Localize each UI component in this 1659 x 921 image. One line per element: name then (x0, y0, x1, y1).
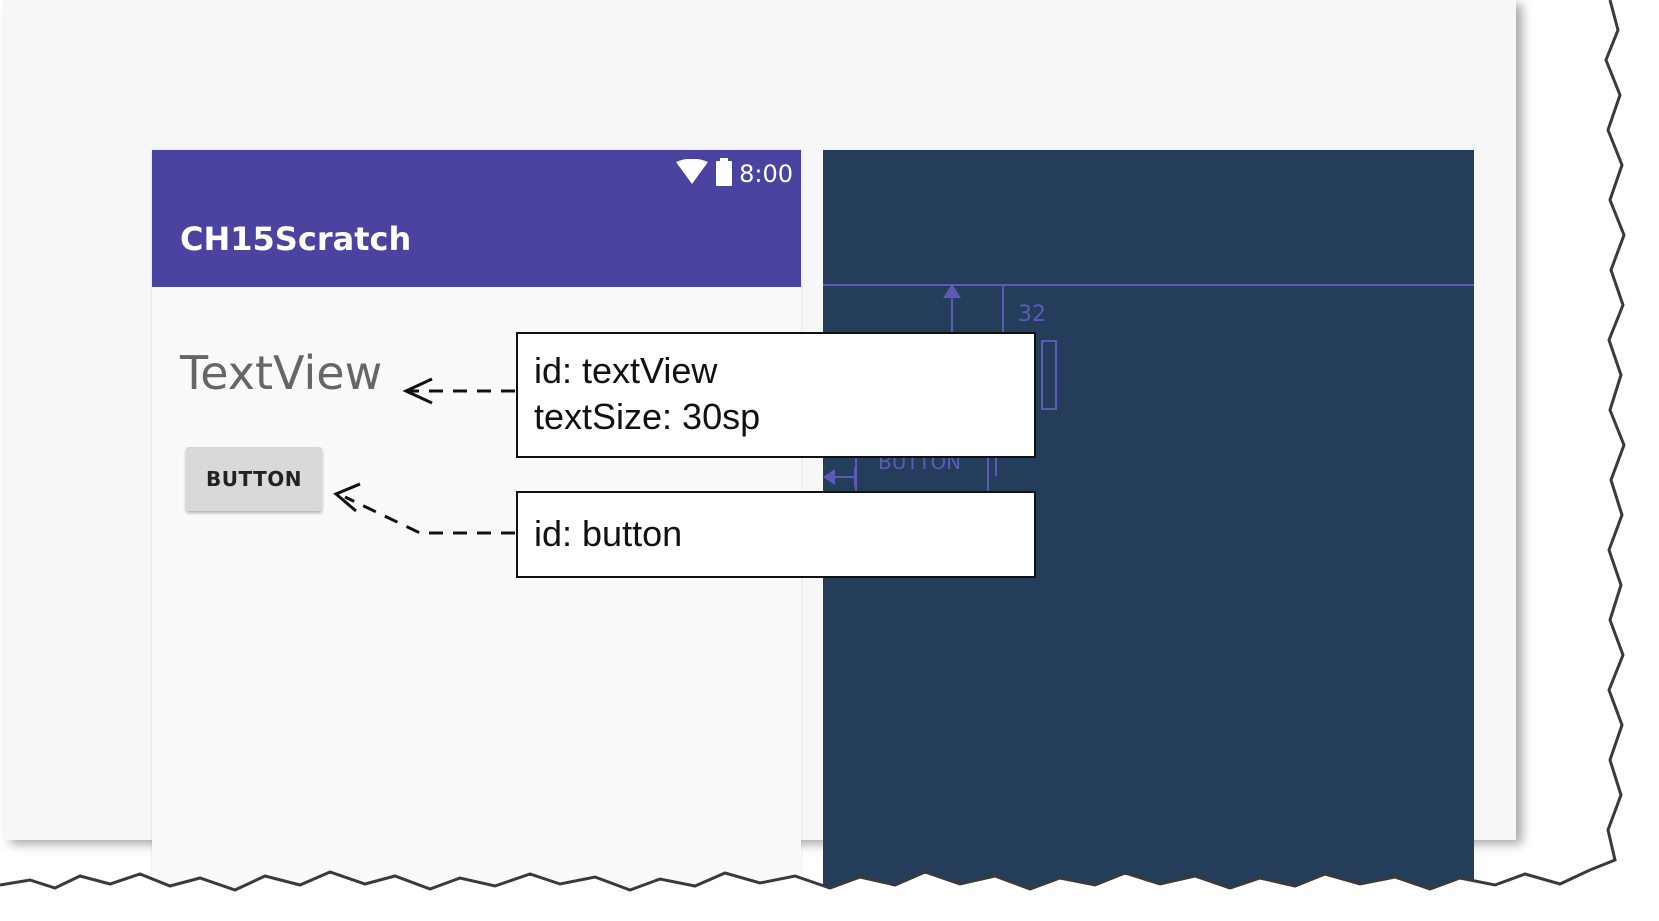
text-view[interactable]: TextView (180, 346, 383, 400)
preview-button[interactable]: BUTTON (186, 447, 322, 511)
status-time: 8:00 (739, 160, 793, 188)
left-constraint-arrow-icon (823, 467, 856, 487)
status-bar: 8:00 (675, 157, 793, 191)
textview-callout: id: textView textSize: 30sp (516, 332, 1036, 458)
blueprint-textview-outline (1041, 340, 1057, 410)
margin-label: 32 (1018, 302, 1046, 327)
callout-button-id-line: id: button (534, 513, 683, 554)
constraint-arrow-icon (943, 284, 961, 298)
callout-id-line: id: textView (534, 350, 718, 391)
app-bar: 8:00 CH15Scratch (152, 150, 801, 287)
button-callout: id: button (516, 491, 1036, 578)
battery-icon (715, 157, 733, 191)
constraint-line-vertical (951, 286, 953, 334)
wifi-icon (675, 158, 709, 190)
margin-indicator-line (1002, 286, 1004, 334)
callout-textsize-line: textSize: 30sp (534, 396, 761, 437)
app-bar-bottom-line (823, 284, 1474, 286)
app-title: CH15Scratch (180, 220, 412, 258)
